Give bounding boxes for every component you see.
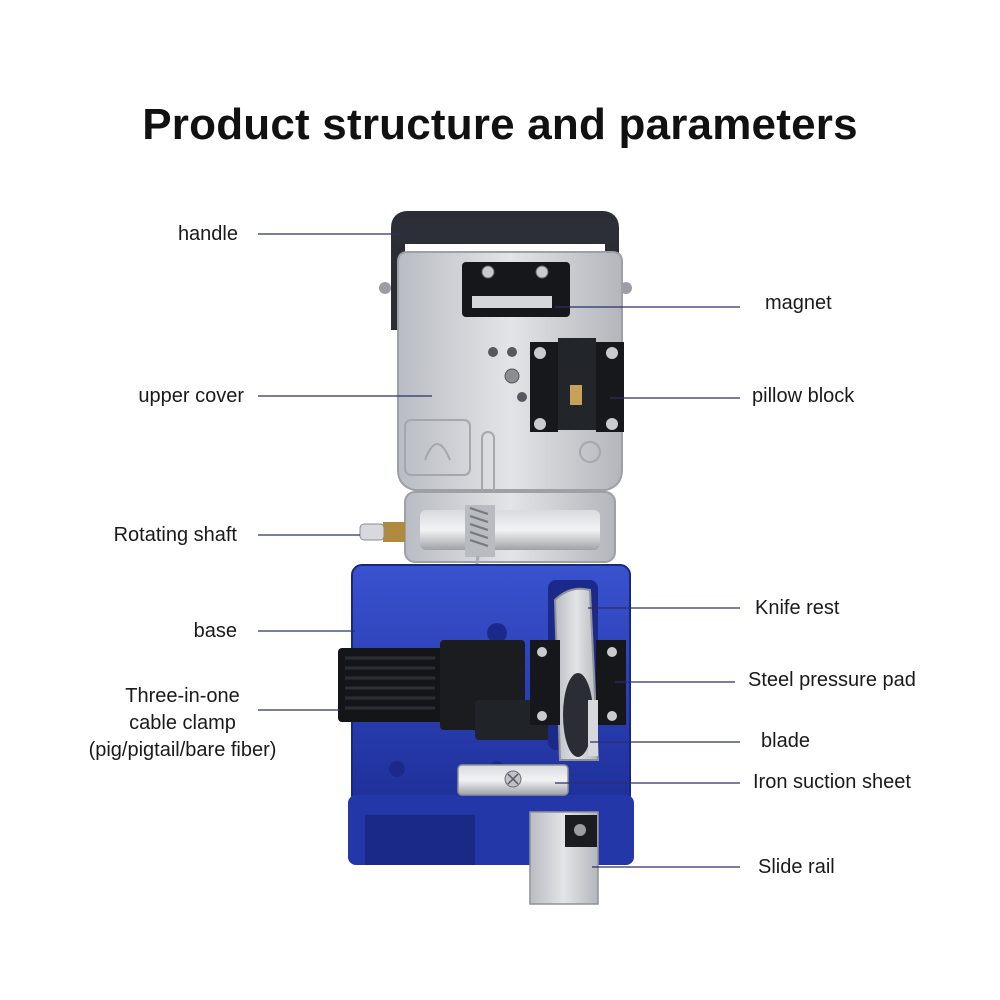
label-magnet: magnet bbox=[765, 292, 832, 314]
label-iron-suction-sheet: Iron suction sheet bbox=[753, 771, 911, 793]
label-slide-rail: Slide rail bbox=[758, 856, 835, 878]
label-cable-clamp-line-2: cable clamp bbox=[129, 712, 236, 734]
label-base: base bbox=[193, 620, 237, 642]
diagram-title: Product structure and parameters bbox=[142, 100, 858, 149]
label-cable-clamp: Three-in-one cable clamp (pig/pigtail/ba… bbox=[70, 683, 295, 764]
blade-part bbox=[563, 673, 598, 757]
pillow-block-part bbox=[530, 338, 624, 432]
magnet-part bbox=[462, 262, 570, 317]
cable-clamp-part bbox=[338, 640, 550, 740]
label-steel-pressure-pad: Steel pressure pad bbox=[748, 669, 916, 691]
label-handle: handle bbox=[177, 223, 238, 245]
label-knife-rest: Knife rest bbox=[755, 597, 840, 619]
label-cable-clamp-line-3: (pig/pigtail/bare fiber) bbox=[88, 739, 277, 761]
leader-lines bbox=[258, 233, 740, 868]
slide-rail-part bbox=[529, 811, 599, 905]
label-pillow-block: pillow block bbox=[752, 385, 855, 407]
label-rotating-shaft: Rotating shaft bbox=[113, 524, 237, 546]
label-upper-cover: upper cover bbox=[138, 385, 244, 407]
label-blade: blade bbox=[761, 730, 810, 752]
label-cable-clamp-line-1: Three-in-one bbox=[125, 685, 240, 707]
steel-pressure-pad-part bbox=[530, 640, 626, 725]
iron-suction-sheet-part bbox=[457, 764, 569, 796]
